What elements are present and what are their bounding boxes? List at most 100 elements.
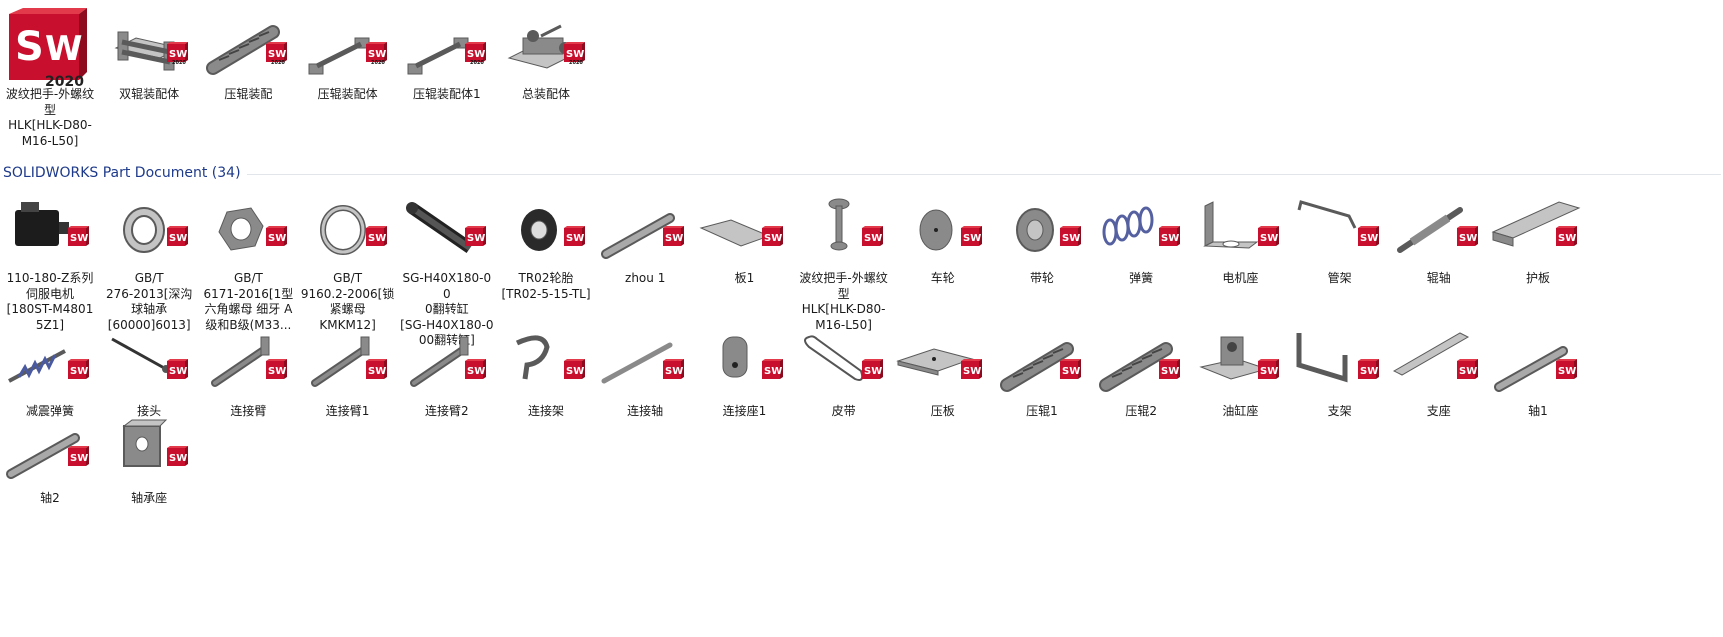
file-thumbnail: SW 2020 bbox=[398, 8, 496, 86]
file-item[interactable]: SW 减震弹簧 bbox=[1, 325, 99, 420]
svg-text:SW: SW bbox=[1558, 366, 1576, 377]
solidworks-badge-icon: SW bbox=[365, 226, 387, 246]
file-item[interactable]: SW 辊轴 bbox=[1390, 192, 1488, 287]
press-roller-icon bbox=[206, 25, 281, 75]
pipe-frame-icon bbox=[1297, 200, 1356, 229]
file-item[interactable]: SW 连接架 bbox=[497, 325, 595, 420]
belt-icon bbox=[803, 335, 863, 381]
file-name-label: 压辊1 bbox=[1026, 404, 1058, 418]
file-item[interactable]: SW 2020 压辊装配 bbox=[199, 8, 297, 103]
svg-text:2020: 2020 bbox=[45, 74, 84, 86]
file-name-label: 皮带 bbox=[831, 404, 856, 418]
file-item[interactable]: SW 2020 双辊装配体 bbox=[100, 8, 198, 103]
svg-text:SW: SW bbox=[467, 233, 485, 244]
file-item[interactable]: SW 接头 bbox=[100, 325, 198, 420]
file-item[interactable]: SW 2020 压辊装配体1 bbox=[398, 8, 496, 103]
file-item[interactable]: SW 压辊2 bbox=[1092, 325, 1190, 420]
file-item[interactable]: SW 车轮 bbox=[894, 192, 992, 287]
file-name-label: 管架 bbox=[1327, 271, 1352, 285]
hex-nut-icon bbox=[218, 207, 264, 251]
file-item[interactable]: SW zhou 1 bbox=[596, 192, 694, 287]
file-item[interactable]: SW 电机座 bbox=[1191, 192, 1289, 287]
solidworks-badge-icon: SW bbox=[861, 359, 883, 379]
file-name-label: 压板 bbox=[930, 404, 955, 418]
file-thumbnail: SW 2020 bbox=[497, 8, 595, 86]
file-name-label: 波纹把手-外螺纹型 HLK[HLK-D80-M16-L50] bbox=[5, 87, 95, 148]
file-item[interactable]: SW 2020 总装配体 bbox=[497, 8, 595, 103]
file-name-label: 压辊装配 bbox=[224, 87, 273, 101]
file-thumbnail: SW bbox=[100, 412, 198, 490]
file-item[interactable]: SW 油缸座 bbox=[1191, 325, 1289, 420]
solidworks-badge-icon: SW bbox=[564, 226, 585, 246]
link-bracket-icon bbox=[515, 335, 550, 380]
file-thumbnail: SW bbox=[398, 325, 496, 403]
file-item[interactable]: SW 连接座1 bbox=[695, 325, 793, 420]
solidworks-badge-icon: SW bbox=[1258, 226, 1280, 246]
file-item[interactable]: SW 轴2 bbox=[1, 412, 99, 507]
svg-text:SW: SW bbox=[1161, 366, 1179, 377]
file-thumbnail: SW bbox=[993, 325, 1091, 403]
file-thumbnail: SW bbox=[100, 192, 198, 270]
press-roller-icon bbox=[1099, 342, 1174, 392]
file-item[interactable]: SW 支架 bbox=[1291, 325, 1389, 420]
group-header-part-documents[interactable]: SOLIDWORKS Part Document (34) bbox=[3, 163, 1721, 185]
file-item[interactable]: SW 连接臂1 bbox=[299, 325, 397, 420]
file-item[interactable]: SW GB/T 6171-2016[1型 六角螺母 细牙 A 级和B级(M33.… bbox=[199, 192, 297, 333]
file-item[interactable]: SW 弹簧 bbox=[1092, 192, 1190, 287]
file-item[interactable]: SW 轴1 bbox=[1489, 325, 1587, 420]
file-item[interactable]: SW 110-180-Z系列 伺服电机 [180ST-M48015Z1] bbox=[1, 192, 99, 333]
file-item[interactable]: SW GB/T 9160.2-2006[锁 紧螺母 KMKM12] bbox=[299, 192, 397, 333]
ball-bearing-icon bbox=[123, 207, 166, 253]
file-item[interactable]: SW 波纹把手-外螺纹 型 HLK[HLK-D80- M16-L50] bbox=[795, 192, 893, 333]
file-thumbnail: SW bbox=[1191, 325, 1289, 403]
file-name-label: 辊轴 bbox=[1426, 271, 1451, 285]
file-item[interactable]: SW 支座 bbox=[1390, 325, 1488, 420]
file-item[interactable]: SW 轴承座 bbox=[100, 412, 198, 507]
solidworks-badge-icon: SW bbox=[762, 359, 784, 379]
file-item[interactable]: SW 板1 bbox=[695, 192, 793, 287]
file-item[interactable]: SW 压辊1 bbox=[993, 325, 1091, 420]
file-item[interactable]: SW 管架 bbox=[1291, 192, 1389, 287]
svg-text:SW: SW bbox=[963, 366, 981, 377]
file-item[interactable]: SW 护板 bbox=[1489, 192, 1587, 287]
solidworks-badge-icon: SW bbox=[167, 359, 189, 379]
svg-text:2020: 2020 bbox=[271, 60, 285, 64]
file-name-label: 连接臂 bbox=[230, 404, 267, 418]
svg-text:SW: SW bbox=[1360, 233, 1378, 244]
bracket-icon bbox=[1296, 333, 1348, 383]
file-thumbnail: SW bbox=[299, 325, 397, 403]
file-item[interactable]: SW 连接臂2 bbox=[398, 325, 496, 420]
file-name-label: 电机座 bbox=[1222, 271, 1259, 285]
file-item[interactable]: SW 皮带 bbox=[795, 325, 893, 420]
solidworks-badge-icon: SW bbox=[1357, 226, 1379, 246]
solidworks-badge-icon: SW bbox=[663, 359, 685, 379]
svg-text:SW: SW bbox=[566, 49, 584, 60]
solidworks-badge-icon: SW bbox=[960, 226, 982, 246]
file-item[interactable]: SW SG-H40X180-00 0翻转缸 [SG-H40X180-0 00翻转… bbox=[398, 192, 496, 349]
solidworks-badge-icon: SW 2020 bbox=[266, 42, 288, 64]
svg-text:SW: SW bbox=[169, 49, 187, 60]
solidworks-badge-icon: SW 2020 bbox=[564, 42, 585, 64]
file-name-label: 压辊2 bbox=[1125, 404, 1157, 418]
svg-text:S: S bbox=[15, 24, 44, 70]
file-name-label: 连接座1 bbox=[722, 404, 767, 418]
file-item[interactable]: SW 连接轴 bbox=[596, 325, 694, 420]
pulley-icon bbox=[1016, 208, 1054, 252]
solidworks-badge-icon: SW bbox=[1060, 359, 1081, 379]
file-item[interactable]: SW 压板 bbox=[894, 325, 992, 420]
file-thumbnail: SW bbox=[398, 192, 496, 270]
file-item[interactable]: SW GB/T 276-2013[深沟 球轴承 [60000]6013] bbox=[100, 192, 198, 333]
file-item[interactable]: SW 连接臂 bbox=[199, 325, 297, 420]
file-item[interactable]: SW 带轮 bbox=[993, 192, 1091, 287]
file-name-label: 弹簧 bbox=[1129, 271, 1154, 285]
file-item[interactable]: SW TR02轮胎 [TR02-5-15-TL] bbox=[497, 192, 595, 302]
solidworks-badge-icon: SW 2020 bbox=[167, 42, 189, 64]
file-thumbnail: SW bbox=[497, 325, 595, 403]
file-item[interactable]: SW 2020 压辊装配体 bbox=[299, 8, 397, 103]
file-thumbnail: SW 2020 bbox=[199, 8, 297, 86]
svg-text:SW: SW bbox=[169, 366, 187, 377]
svg-text:SW: SW bbox=[169, 453, 187, 464]
file-name-label: 接头 bbox=[137, 404, 162, 418]
guard-plate-icon bbox=[1491, 201, 1581, 247]
